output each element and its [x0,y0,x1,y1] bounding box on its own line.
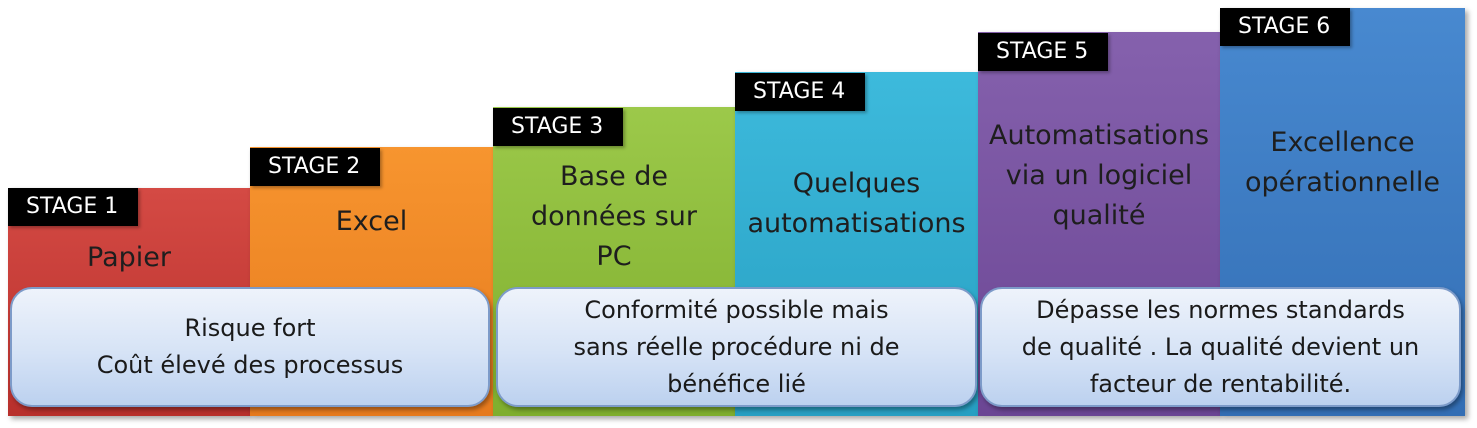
stage-6-badge: STAGE 6 [1220,8,1350,46]
stage-3-title: Base de données sur PC [530,161,698,272]
stage-5-badge: STAGE 5 [978,33,1108,71]
note-stages-1-2: Risque fort Coût élevé des processus [10,287,490,407]
stage-6-title: Excellence opérationnelle [1245,127,1440,198]
stage-2-title: Excel [335,206,408,237]
stage-5-title: Automatisations via un logiciel qualité [988,120,1210,231]
stage-1-title: Papier [87,242,171,273]
stage-4-badge: STAGE 4 [735,73,865,111]
stage-1-badge: STAGE 1 [8,188,138,226]
stage-4-title: Quelques automatisations [747,168,966,239]
note-stages-5-6: Dépasse les normes standards de qualité … [980,287,1461,407]
stage-2-badge: STAGE 2 [250,148,380,186]
note-stages-3-4: Conformité possible mais sans réelle pro… [496,287,977,407]
stage-3-badge: STAGE 3 [493,108,623,146]
